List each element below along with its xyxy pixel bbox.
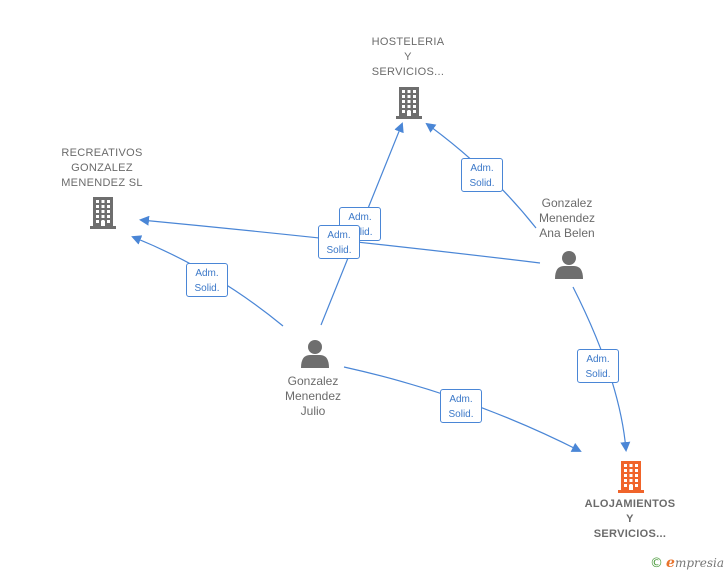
edge-badge-line-2: Solid. xyxy=(326,245,352,256)
node-label-alojamientos[interactable]: ALOJAMIENTOS Y SERVICIOS... xyxy=(570,497,690,542)
hosteleria-label-line-3: SERVICIOS... xyxy=(371,66,445,78)
edge-badge-ana-belen-recreativos[interactable]: Adm. Solid. xyxy=(318,225,360,259)
copyright-brand: ©empresia xyxy=(650,555,724,571)
edge-badge-line-1: Adm. xyxy=(327,230,351,241)
edge-badge-line-1: Adm. xyxy=(586,354,610,365)
edge-badge-line-1: Adm. xyxy=(195,268,219,279)
recreativos-building-icon[interactable] xyxy=(90,197,116,229)
node-label-julio[interactable]: Gonzalez Menendez Julio xyxy=(268,374,358,419)
node-label-ana-belen[interactable]: Gonzalez Menendez Ana Belen xyxy=(522,196,612,241)
hosteleria-label-line-2: Y xyxy=(404,51,412,63)
node-label-recreativos[interactable]: RECREATIVOS GONZALEZ MENENDEZ SL xyxy=(46,146,158,191)
edge-badge-line-2: Solid. xyxy=(469,178,495,189)
julio-label-line-2: Menendez xyxy=(284,389,342,403)
recreativos-label-line-3: MENENDEZ SL xyxy=(61,177,143,189)
recreativos-label-line-2: GONZALEZ xyxy=(71,162,133,174)
edge-badge-line-1: Adm. xyxy=(449,394,473,405)
edge-badge-line-1: Adm. xyxy=(470,163,494,174)
ana-belen-label-line-2: Menendez xyxy=(538,211,596,225)
icons-layer xyxy=(90,87,644,493)
alojamientos-label-line-1: ALOJAMIENTOS xyxy=(584,498,676,510)
ana-belen-label-line-3: Ana Belen xyxy=(539,226,595,240)
edge-badge-line-2: Solid. xyxy=(448,409,474,420)
alojamientos-label-line-2: Y xyxy=(626,513,634,525)
ana-belen-label-line-1: Gonzalez xyxy=(541,196,593,210)
brand-first-letter: e xyxy=(666,555,675,571)
julio-person-icon[interactable] xyxy=(301,340,329,368)
recreativos-label-line-1: RECREATIVOS xyxy=(61,147,143,159)
julio-label-line-3: Julio xyxy=(300,404,326,418)
edge-badge-ana-belen-alojamientos[interactable]: Adm. Solid. xyxy=(577,349,619,383)
ana-belen-person-icon[interactable] xyxy=(555,251,583,279)
alojamientos-building-icon[interactable] xyxy=(618,461,644,493)
julio-label-line-1: Gonzalez xyxy=(287,374,339,388)
hosteleria-label-line-1: HOSTELERIA xyxy=(371,36,445,48)
brand-rest: mpresia xyxy=(674,556,724,570)
alojamientos-label-line-3: SERVICIOS... xyxy=(593,528,667,540)
edge-badge-ana-belen-hosteleria[interactable]: Adm. Solid. xyxy=(461,158,503,192)
hosteleria-building-icon[interactable] xyxy=(396,87,422,119)
node-label-hosteleria[interactable]: HOSTELERIA Y SERVICIOS... xyxy=(358,35,458,80)
edge-badge-line-2: Solid. xyxy=(585,369,611,380)
edge-badge-line-2: Solid. xyxy=(194,283,220,294)
edge-badge-julio-alojamientos[interactable]: Adm. Solid. xyxy=(440,389,482,423)
edge-badge-line-1: Adm. xyxy=(348,212,372,223)
edge-badge-julio-recreativos[interactable]: Adm. Solid. xyxy=(186,263,228,297)
copyright-icon: © xyxy=(650,556,664,571)
